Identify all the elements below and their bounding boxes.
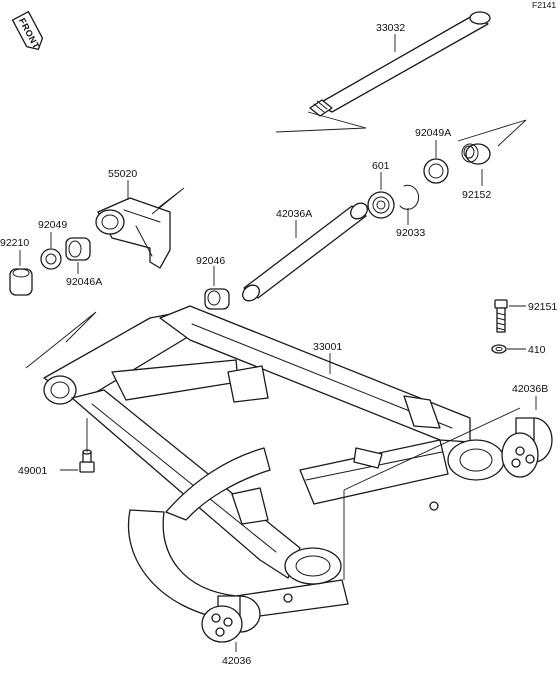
pivot-shaft-33032 [309,11,491,117]
part-number-92049A: 92049A [415,127,451,139]
oil-seal-92049A [423,158,449,184]
part-number-601: 601 [372,160,390,172]
part-number-92152: 92152 [462,189,491,201]
swing-arm-33001 [43,305,505,621]
part-number-92151: 92151 [528,301,557,313]
figure-code: F2141 [532,0,556,10]
collar-92210 [9,268,33,296]
part-number-92033: 92033 [396,227,425,239]
eccentric-42036B [501,417,553,478]
part-number-92046A: 92046A [66,276,102,288]
part-number-33032: 33032 [376,22,405,34]
part-number-92049: 92049 [38,219,67,231]
guard-55020 [95,197,171,269]
seal-92049 [40,248,62,270]
bearing-601 [367,191,395,219]
needle-bearing-92046 [204,288,230,310]
part-number-42036A: 42036A [276,208,312,220]
front-direction-badge: FRONT [11,10,44,51]
part-number-410: 410 [528,344,546,356]
part-number-92046: 92046 [196,255,225,267]
part-number-42036B: 42036B [512,383,548,395]
part-number-92210: 92210 [0,237,29,249]
circlip-92033 [399,184,420,210]
eccentric-42036 [201,595,261,643]
part-number-49001: 49001 [18,465,47,477]
sleeve-42036A [242,202,368,302]
collar-92152 [461,143,491,165]
bolt-92151 [494,299,508,333]
part-number-42036: 42036 [222,655,251,667]
bearing-92046A [65,237,91,261]
washer-410 [491,344,507,354]
part-number-55020: 55020 [108,168,137,180]
part-number-33001: 33001 [313,341,342,353]
grease-nipple-49001 [79,449,95,473]
